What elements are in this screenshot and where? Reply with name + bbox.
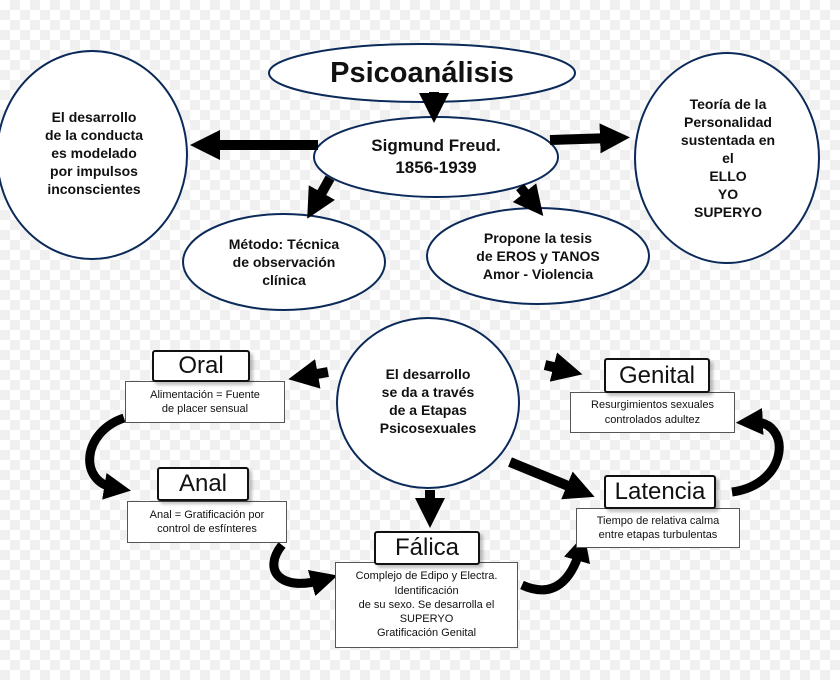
anal-stage-label: Anal: [157, 467, 249, 501]
latencia-stage-label: Latencia: [604, 475, 716, 509]
arrow-freud-to-tesis: [512, 183, 544, 217]
freud-label: Sigmund Freud. 1856-1939: [371, 136, 501, 177]
oral-description: Alimentación = Fuente de placer sensual: [125, 381, 285, 423]
falica-description: Complejo de Edipo y Electra. Identificac…: [335, 562, 518, 648]
arrow-etapas-to-genital: [543, 352, 583, 382]
arrow-anal-to-falica: [269, 542, 338, 596]
metodo-label: Método: Técnica de observación clínica: [228, 236, 340, 288]
etapas-ellipse: [336, 317, 520, 489]
genital-stage-label: Genital: [604, 358, 710, 393]
conducta-label: El desarrollo de la conducta es modelado…: [44, 109, 144, 197]
personalidad-ellipse: [634, 52, 820, 264]
title-label: Psicoanálisis: [330, 57, 514, 90]
personalidad-label: Teoría de la Personalidad sustentada en …: [680, 96, 776, 220]
arrow-etapas-to-oral: [288, 359, 329, 389]
falica-stage-label: Fálica: [374, 531, 480, 565]
metodo-ellipse: [182, 213, 386, 311]
oral-stage-label: Oral: [152, 350, 250, 382]
arrow-falica-to-latencia: [520, 534, 591, 595]
arrow-freud-to-personalidad: [549, 123, 630, 154]
arrow-oral-to-anal: [85, 413, 131, 500]
genital-description: Resurgimientos sexuales controlados adul…: [570, 392, 735, 433]
arrow-etapas-to-latencia: [508, 457, 595, 500]
anal-description: Anal = Gratificación por control de esfí…: [127, 501, 287, 543]
tesis-label: Propone la tesis de EROS y TANOS Amor - …: [476, 230, 600, 282]
latencia-description: Tiempo de relativa calma entre etapas tu…: [576, 508, 740, 548]
etapas-label: El desarrollo se da a través de a Etapas…: [379, 366, 477, 436]
arrow-freud-to-metodo: [307, 175, 335, 219]
conducta-ellipse: [0, 50, 188, 260]
arrow-latencia-to-genital: [731, 407, 784, 497]
